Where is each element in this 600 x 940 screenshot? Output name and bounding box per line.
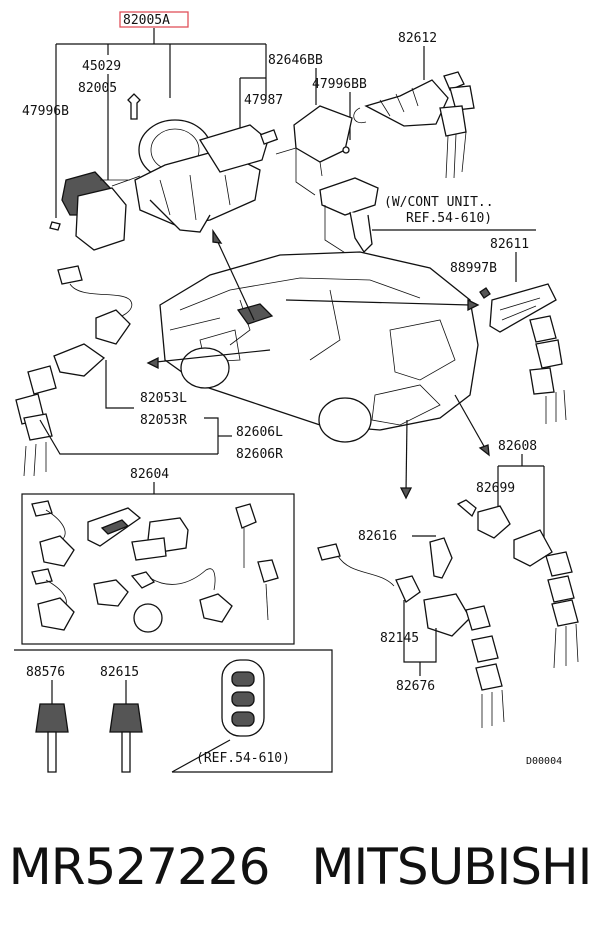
label-82612: 82612 (398, 31, 437, 46)
leader-82053 (105, 360, 134, 409)
diagram-code: D00004 (526, 756, 562, 767)
vehicle-arrows (146, 228, 490, 500)
ignition-switch (49, 171, 141, 251)
label-82005A: 82005A (123, 13, 170, 28)
cylinder-harness-82616 (317, 537, 505, 728)
label-88576: 88576 (26, 665, 65, 680)
label-88997B: 88997B (450, 261, 497, 276)
leader-lines-top-left (55, 28, 267, 218)
key-82615 (109, 703, 143, 773)
caption: MR527226 MITSUBISHI (0, 832, 600, 902)
key-set-82612 (353, 71, 475, 179)
label-82604: 82604 (130, 467, 169, 482)
highlight-box-82005A (119, 11, 189, 28)
label-82606L: 82606L (236, 425, 283, 440)
label-47987: 47987 (244, 93, 283, 108)
label-wcont-line2: REF.54-610) (406, 211, 492, 226)
label-ref54: (REF.54-610) (196, 751, 290, 766)
steering-lock-assembly (127, 93, 279, 233)
kit-box-82604 (21, 493, 295, 645)
door-cylinder-82611 (479, 283, 567, 424)
label-82145: 82145 (380, 631, 419, 646)
kit-contents-82604 (31, 500, 279, 633)
label-82053L: 82053L (140, 391, 187, 406)
label-82615: 82615 (100, 665, 139, 680)
label-82608: 82608 (498, 439, 537, 454)
tailgate-cylinder-82608 (456, 499, 579, 669)
label-82611: 82611 (490, 237, 529, 252)
control-unit-bracket (295, 148, 379, 257)
cylinder-harness-82053 (15, 265, 133, 477)
part-number: MR527226 (8, 838, 271, 896)
label-wcont-line1: (W/CONT UNIT.. (384, 195, 494, 210)
vehicle-outline (159, 251, 479, 443)
label-82616: 82616 (358, 529, 397, 544)
label-82676: 82676 (396, 679, 435, 694)
label-82699: 82699 (476, 481, 515, 496)
label-82646BB: 82646BB (268, 53, 323, 68)
label-82005: 82005 (78, 81, 117, 96)
parts-diagram: 82005A 45029 82005 47996B 47987 82646BB … (14, 11, 579, 773)
divider-bottom-left (14, 649, 333, 773)
remote-fob (221, 659, 265, 737)
label-47996B: 47996B (22, 104, 69, 119)
brand-name: MITSUBISHI (311, 838, 592, 896)
immobiliser-module (275, 105, 353, 177)
label-82053R: 82053R (140, 413, 187, 428)
key-88576 (35, 703, 69, 773)
label-45029: 45029 (82, 59, 121, 74)
label-82606R: 82606R (236, 447, 283, 462)
label-47996BB: 47996BB (312, 77, 367, 92)
